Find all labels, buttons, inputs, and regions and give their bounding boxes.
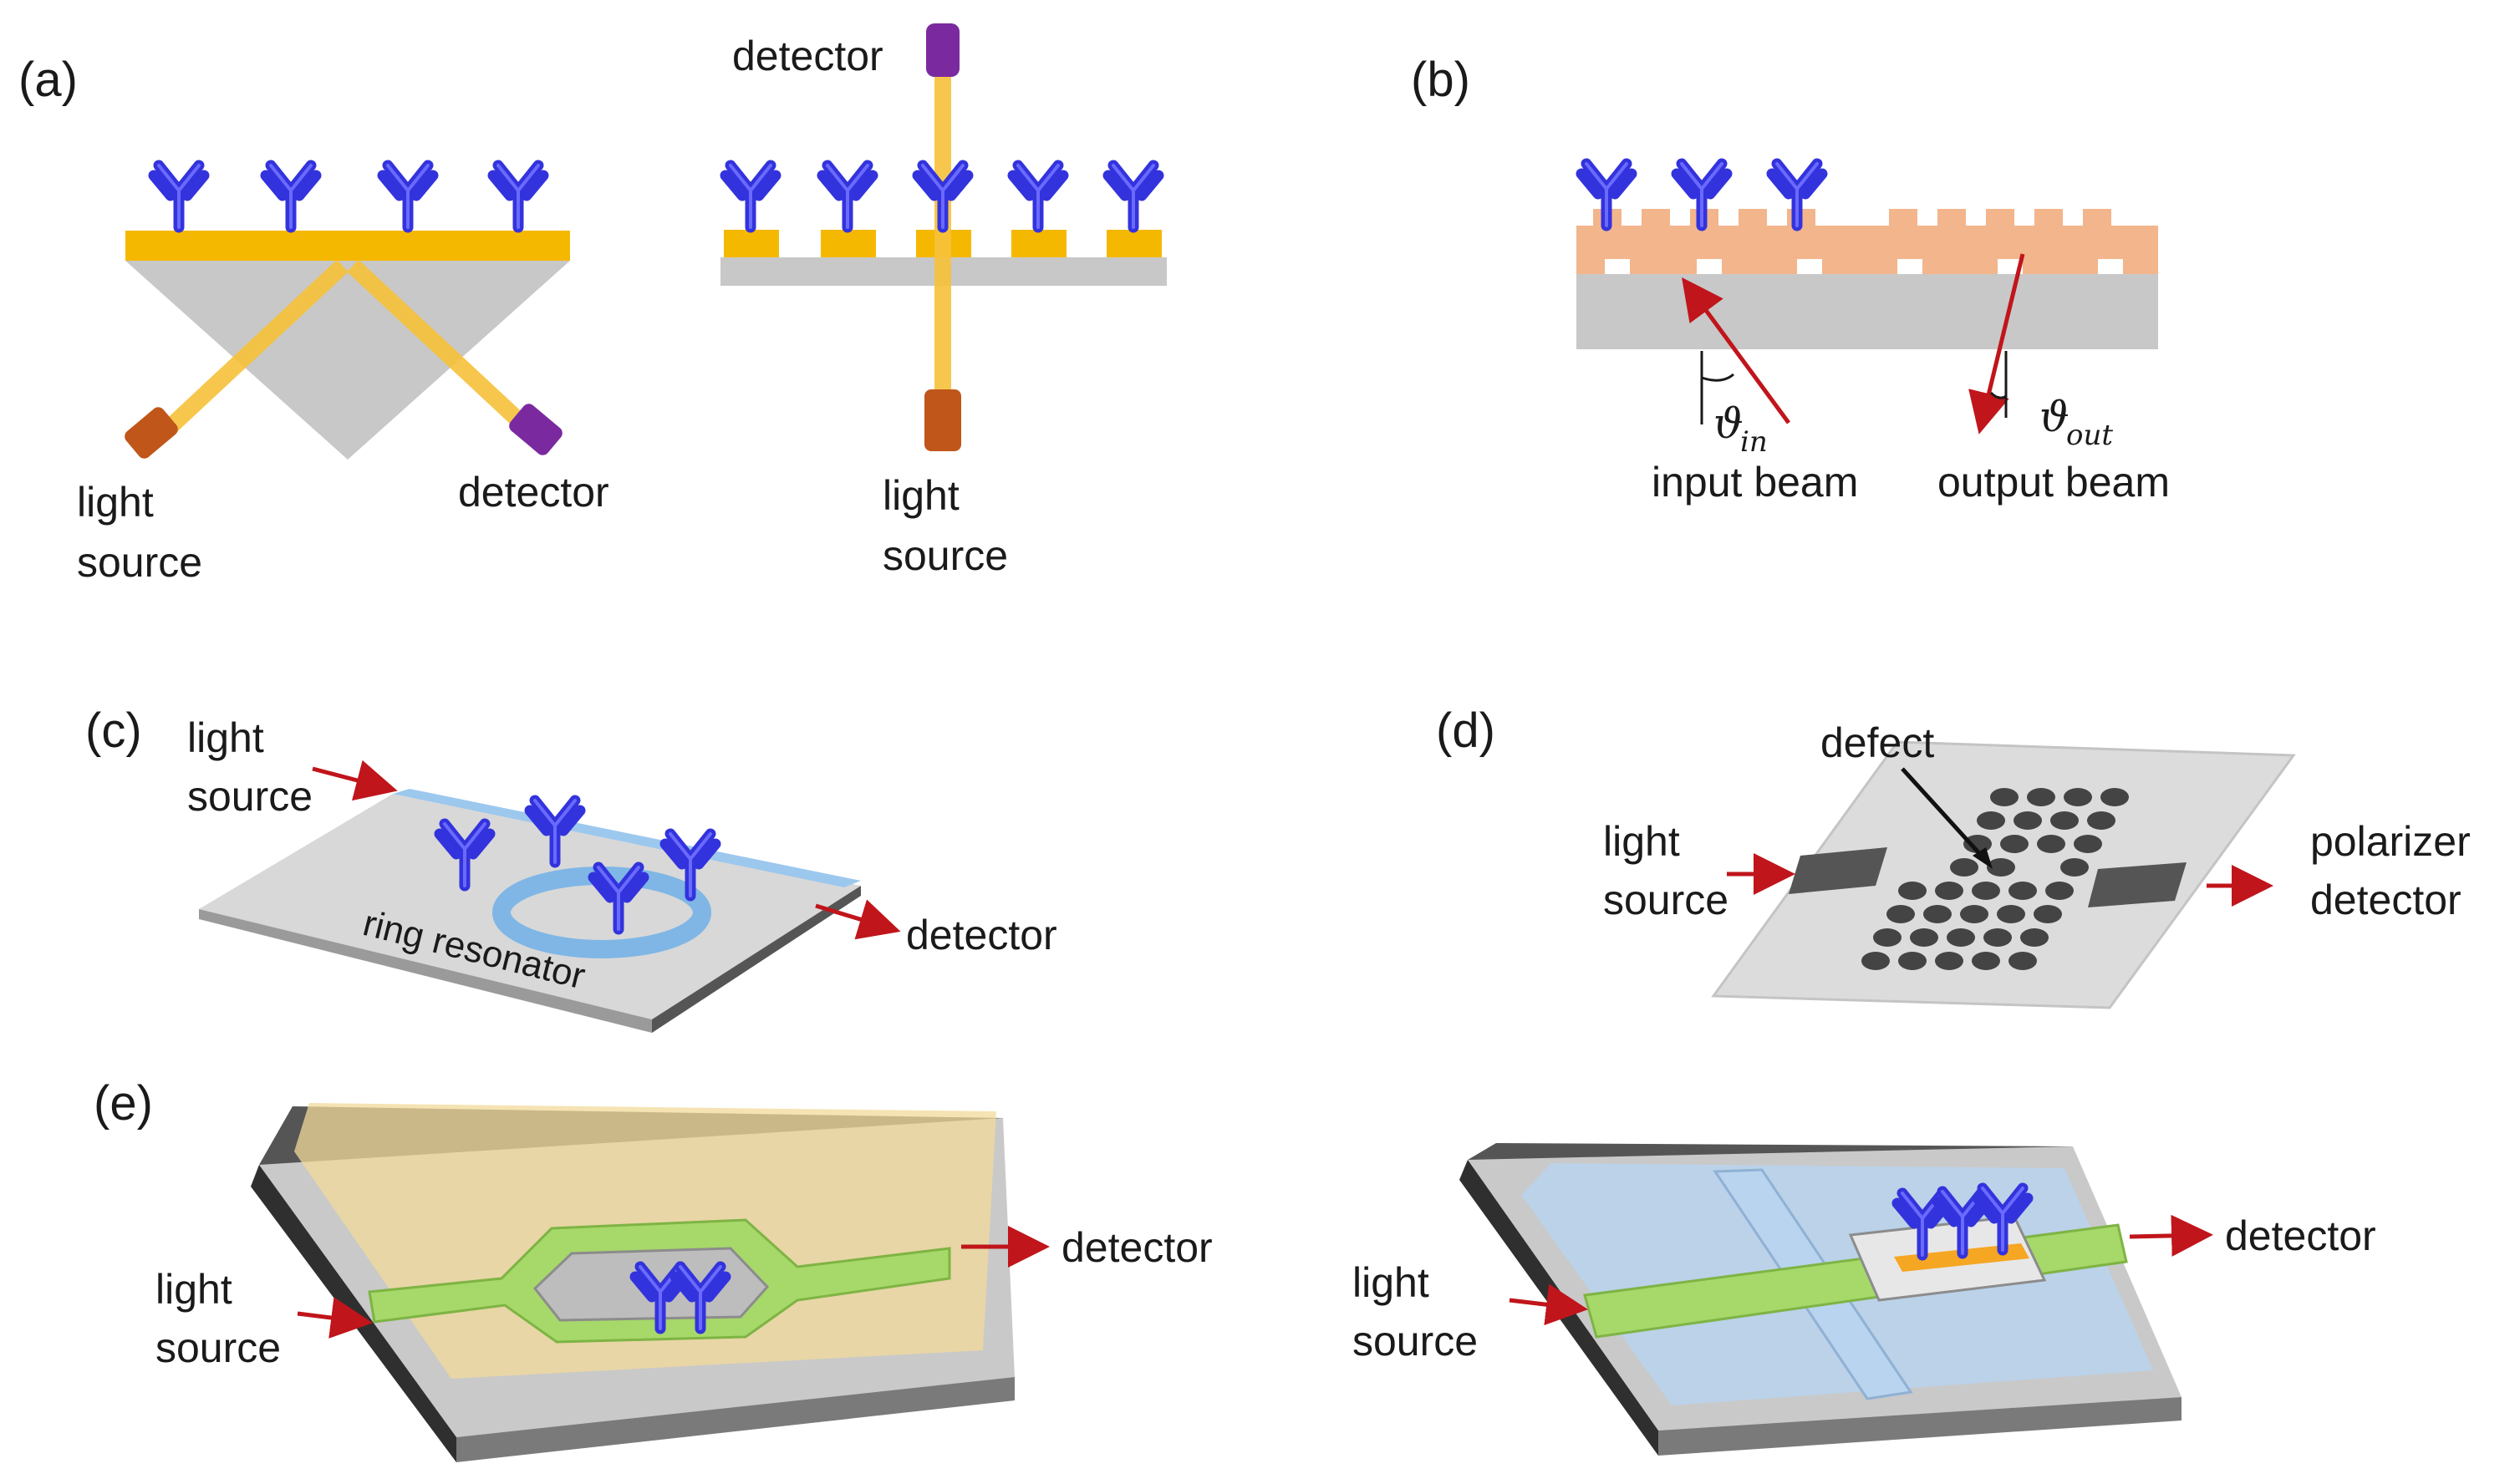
polarizer-label: polarizer [2310,818,2471,865]
output-arrow [2129,1214,2213,1257]
antibody-icon [154,165,204,227]
theta-out-subscript: out [2066,419,2113,452]
antibody-icon [725,165,776,227]
reflected-beam [347,259,532,435]
gold-film [125,231,570,261]
angle-arc [1989,391,2007,399]
light-source-label-2: source [77,539,202,586]
light-source-icon [125,407,178,459]
output-beam-label: output beam [1937,459,2170,506]
panel-d: (d) defect light source polarizer detect… [1436,704,2471,1009]
input-arrow [297,1297,373,1339]
antibody-icon [822,165,873,227]
light-source-label-2: source [1352,1318,1478,1365]
prism-configuration: light source detector [77,165,609,586]
input-waveguide [1789,847,1887,894]
defect-pointer [1901,767,1988,862]
panel-a-label: (a) [18,53,78,107]
output-waveguide [2088,862,2187,907]
theta-in-symbol: ϑ [1713,399,1744,448]
detector-label: detector [2310,877,2462,923]
light-source-label-2: source [1603,877,1728,923]
nanodisk [1011,230,1067,257]
detector-label: detector [1061,1224,1213,1271]
light-source-label-1: light [77,479,154,526]
chip-edge [456,1377,1015,1462]
antibody-icon [383,165,433,227]
prism [125,261,570,460]
input-arrow [312,760,398,801]
hole-array [1861,788,2129,970]
incident-beam [158,259,349,440]
input-arrow [1509,1283,1588,1326]
light-source-label-1: light [1352,1259,1429,1306]
input-beam-label: input beam [1652,459,1858,506]
angle-arc [1701,373,1734,382]
detector-label: detector [906,912,1057,958]
detector-icon [509,404,563,455]
defect-pointer-head [1973,847,1993,869]
antibody-icon [1013,165,1063,227]
nanodisk [724,230,779,257]
output-arrow [815,899,901,940]
detector-label: detector [2225,1212,2376,1259]
light-source-label-1: light [155,1266,232,1313]
chip-edge [199,909,652,1033]
theta-out-symbol: ϑ [2039,393,2070,441]
light-source-icon [924,389,961,451]
detector-icon [926,23,960,77]
bus-waveguide [393,789,861,887]
nanodisk [1107,230,1162,257]
grating-substrate [1576,274,2158,349]
input-beam-arrow [1682,277,1791,424]
nanostructure-configuration: detector light source [720,23,1167,579]
panel-e-label: (e) [94,1076,153,1131]
output-beam-arrow [1968,253,2025,435]
chip-edge [1658,1397,2182,1456]
detector-label: detector [458,469,609,516]
light-source-label-2: source [155,1324,281,1371]
antibody-icon [1677,164,1727,226]
light-source-label-1: light [187,714,264,761]
waveguide-chip: light source detector [1352,1143,2376,1456]
chip-edge-dark [652,886,861,1033]
chip-surface [199,794,861,1019]
light-source-label-2: source [883,532,1008,579]
grating-layer [1576,209,2158,274]
light-source-label-1: light [883,472,960,519]
panel-b-label: (b) [1411,53,1470,107]
light-source-label-1: light [1603,818,1680,865]
detector-label-top: detector [732,33,883,79]
panel-e: (e) light source detector [94,1076,2376,1462]
antibody-icon [1108,165,1158,227]
nanodisk [821,230,876,257]
interferometer-chip: light source detector [155,1103,1213,1462]
panel-b: (b) ϑ in ϑ out input beam output beam [1411,53,2170,506]
theta-in-subscript: in [1740,425,1768,459]
antibody-icon [1581,164,1632,226]
panel-a: (a) light source detector [18,23,1167,586]
light-source-label-2: source [187,773,313,820]
panel-c-label: (c) [85,704,142,758]
antibody-icon [493,165,543,227]
antibody-icon [266,165,316,227]
panel-c: (c) light source detector ring resonator [85,704,1057,1033]
panel-d-label: (d) [1436,704,1495,758]
defect-label: defect [1820,719,1934,766]
